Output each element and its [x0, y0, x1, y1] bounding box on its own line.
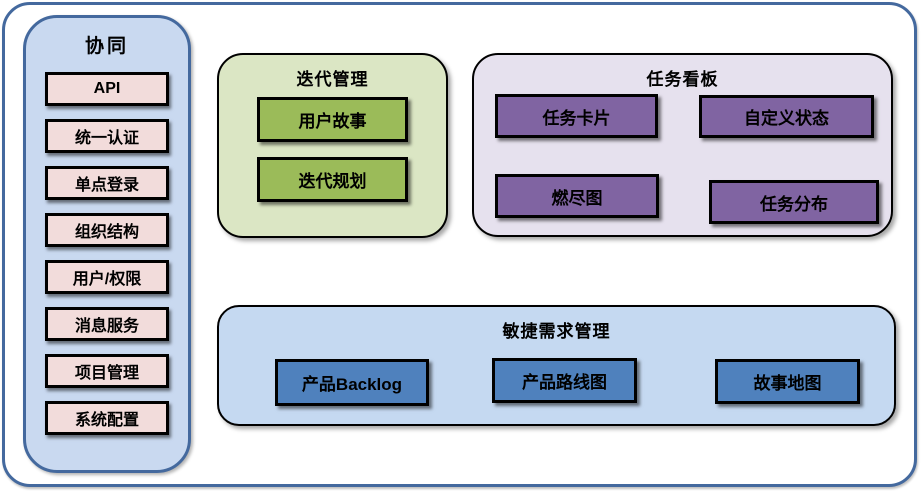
item-story-map: 故事地图 [715, 359, 860, 404]
item-user-story: 用户故事 [257, 97, 408, 142]
sidebar-item-users-permissions: 用户/权限 [45, 260, 169, 294]
task-kanban-title: 任务看板 [646, 70, 719, 89]
iteration-management-group: 迭代管理 用户故事 迭代规划 [217, 53, 448, 238]
sidebar-item-system-config: 系统配置 [45, 401, 169, 435]
item-task-distribution: 任务分布 [709, 180, 879, 224]
agile-requirements-title: 敏捷需求管理 [502, 322, 611, 341]
item-custom-status: 自定义状态 [699, 95, 874, 138]
item-task-card: 任务卡片 [495, 94, 658, 138]
item-iteration-planning: 迭代规划 [257, 157, 408, 202]
sidebar-item-project-management: 项目管理 [45, 354, 169, 388]
sidebar-item-api: API [45, 72, 169, 106]
sidebar-item-unified-auth: 统一认证 [45, 119, 169, 153]
collaboration-group: 协同 API 统一认证 单点登录 组织结构 用户/权限 消息服务 项目管理 系统… [23, 15, 191, 473]
iteration-management-title: 迭代管理 [296, 70, 369, 89]
iteration-items: 用户故事 迭代规划 [219, 97, 446, 202]
collaboration-items: API 统一认证 单点登录 组织结构 用户/权限 消息服务 项目管理 系统配置 [26, 72, 188, 435]
sidebar-item-org-structure: 组织结构 [45, 213, 169, 247]
collaboration-group-title: 协同 [84, 36, 129, 57]
sidebar-item-sso: 单点登录 [45, 166, 169, 200]
item-burndown-chart: 燃尽图 [495, 174, 659, 218]
item-product-roadmap: 产品路线图 [492, 358, 637, 403]
sidebar-item-message-service: 消息服务 [45, 307, 169, 341]
agile-requirements-group: 敏捷需求管理 产品Backlog 产品路线图 故事地图 [217, 305, 896, 426]
task-kanban-group: 任务看板 任务卡片 自定义状态 燃尽图 任务分布 [472, 53, 893, 237]
item-product-backlog: 产品Backlog [275, 359, 429, 406]
